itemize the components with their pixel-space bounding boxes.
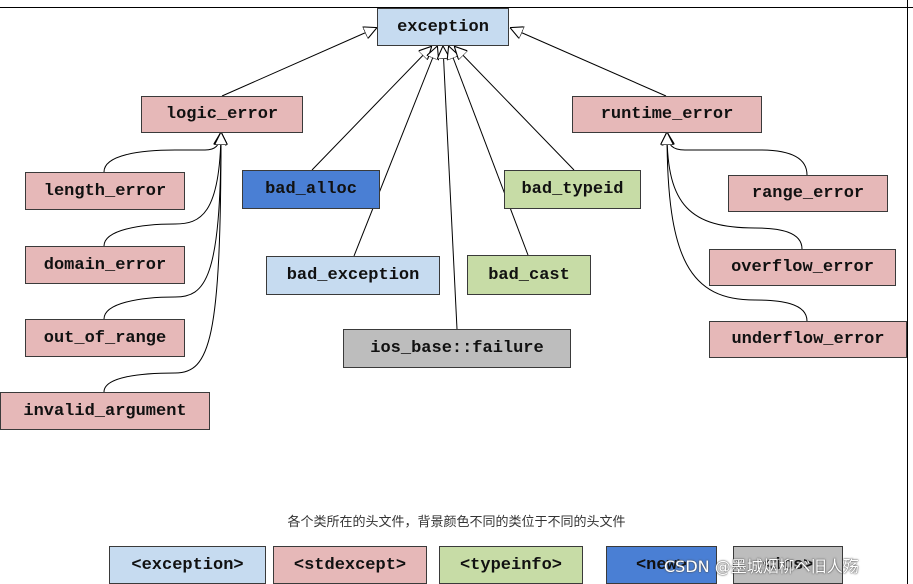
bad-exception-node: bad_exception — [266, 256, 440, 295]
legend-stdexcept-header: <stdexcept> — [273, 546, 427, 584]
legend-new-header: <new> — [606, 546, 717, 584]
edge-bad-exception-to-exception — [353, 47, 437, 257]
edge-logic-to-exception — [221, 28, 376, 97]
edge-length-to-logic — [103, 133, 221, 173]
runtime-error-node: runtime_error — [572, 96, 762, 133]
edge-out-of-range-to-logic — [103, 133, 221, 320]
edge-domain-to-logic — [103, 133, 221, 247]
edge-ios-failure-to-exception — [443, 47, 458, 330]
edge-bad-typeid-to-exception — [455, 47, 575, 171]
length-error-node: length_error — [25, 172, 185, 210]
exception-node: exception — [377, 8, 509, 46]
edge-overflow-to-runtime — [667, 133, 803, 250]
range-error-node: range_error — [728, 175, 888, 212]
bad-typeid-node: bad_typeid — [504, 170, 641, 209]
edge-runtime-to-exception — [511, 28, 667, 97]
legend-ios-header: <ios> — [733, 546, 843, 584]
legend-exception-header: <exception> — [109, 546, 266, 584]
ios-base-failure-node: ios_base::failure — [343, 329, 571, 368]
edge-underflow-to-runtime — [667, 133, 808, 322]
underflow-error-node: underflow_error — [709, 321, 907, 358]
out-of-range-node: out_of_range — [25, 319, 185, 357]
edge-invalid-argument-to-logic — [103, 133, 221, 393]
bad-cast-node: bad_cast — [467, 255, 591, 295]
legend-caption: 各个类所在的头文件，背景颜色不同的类位于不同的头文件 — [287, 515, 626, 530]
edge-bad-alloc-to-exception — [311, 47, 431, 171]
csdn-watermark: CSDN @墨城烟柳ベ旧人殇 — [664, 557, 859, 576]
domain-error-node: domain_error — [25, 246, 185, 284]
right-frame-line — [907, 0, 908, 584]
overflow-error-node: overflow_error — [709, 249, 896, 286]
logic-error-node: logic_error — [141, 96, 303, 133]
top-frame-line — [0, 0, 913, 8]
bad-alloc-node: bad_alloc — [242, 170, 380, 209]
invalid-argument-node: invalid_argument — [0, 392, 210, 430]
edge-range-to-runtime — [667, 133, 808, 176]
edge-bad-cast-to-exception — [449, 47, 529, 256]
legend-typeinfo-header: <typeinfo> — [439, 546, 583, 584]
